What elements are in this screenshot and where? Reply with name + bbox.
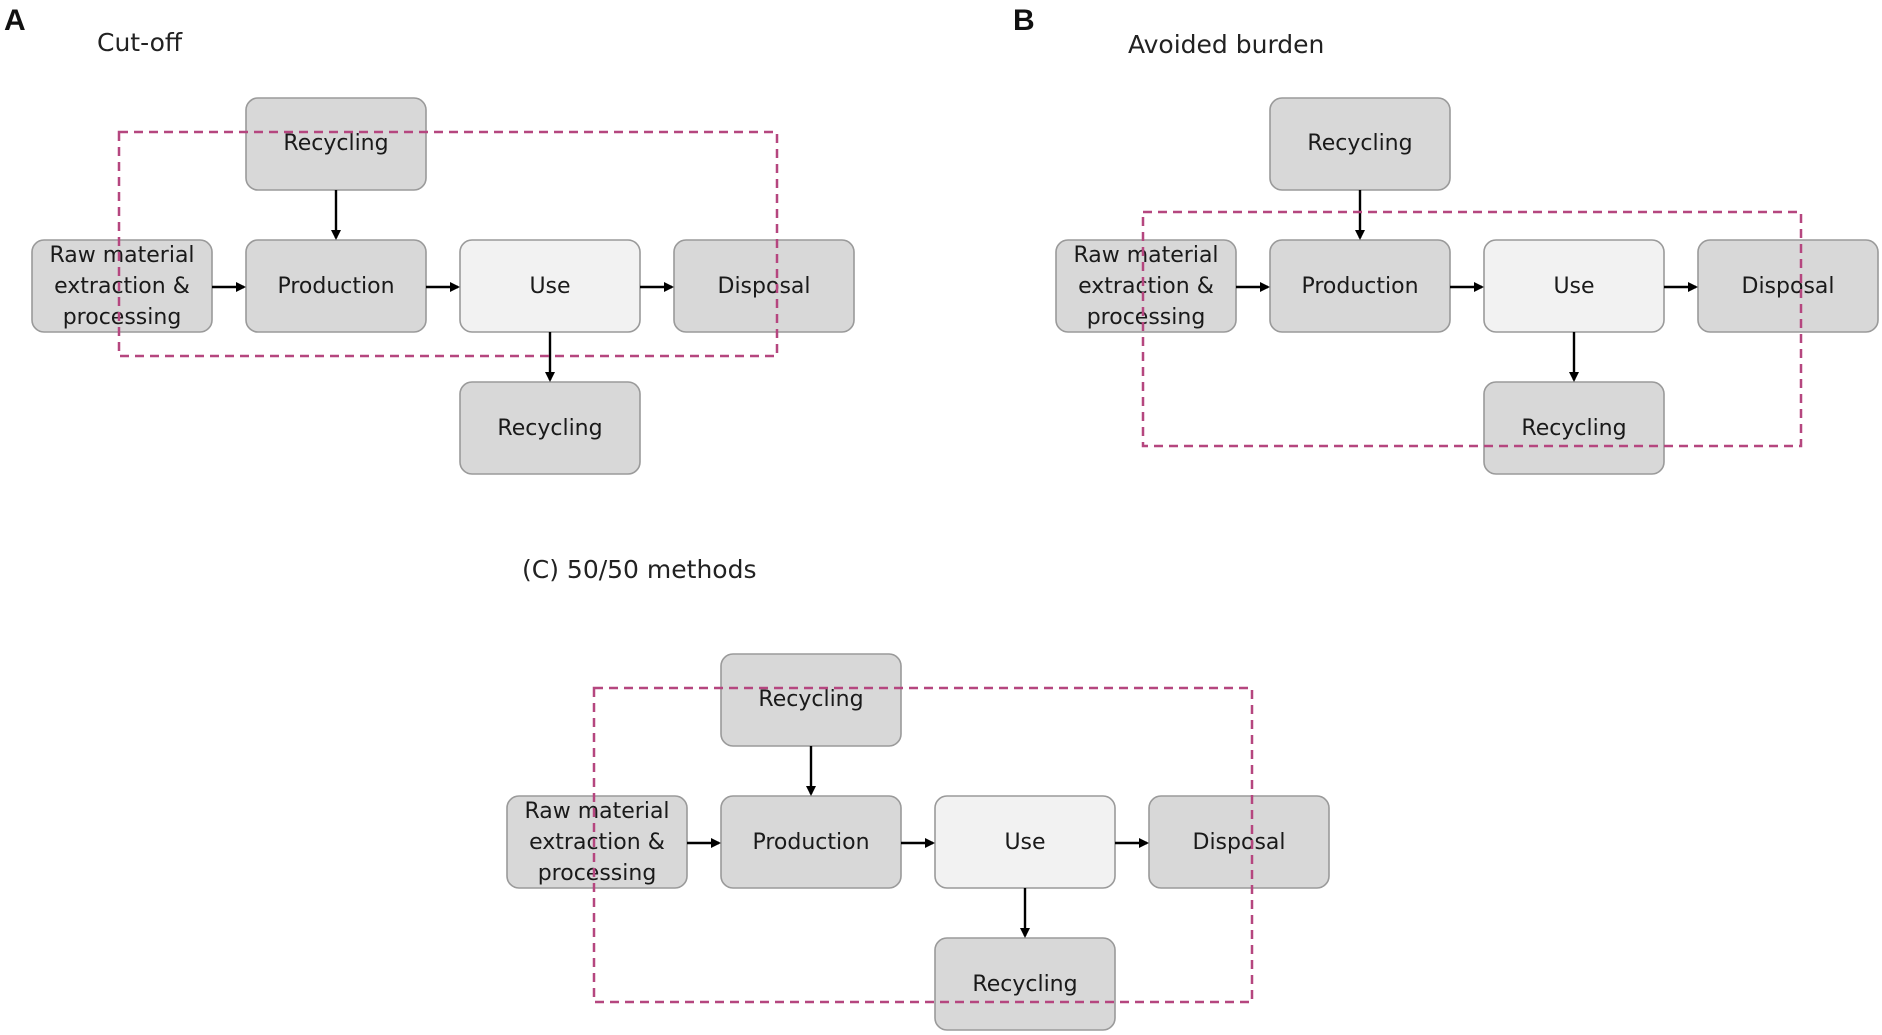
use-box: Use (1483, 239, 1665, 333)
panel-letter: A (4, 4, 26, 37)
svg-text:Disposal: Disposal (718, 274, 811, 299)
use-box: Use (934, 795, 1116, 889)
recycling-top-box: Recycling (1269, 97, 1451, 191)
svg-text:Production: Production (277, 274, 394, 299)
system-boundary (117, 130, 779, 358)
svg-text:extraction &: extraction & (529, 830, 665, 855)
recycling-bottom-box: Recycling (934, 937, 1116, 1031)
svg-text:Raw material: Raw material (524, 799, 669, 824)
disposal-box: Disposal (1148, 795, 1330, 889)
svg-text:Recycling: Recycling (1307, 131, 1412, 156)
svg-text:Recycling: Recycling (972, 972, 1077, 997)
recycling-top-box: Recycling (720, 653, 902, 747)
raw-material-box: Raw material extraction & processing (1055, 239, 1237, 333)
raw-material-box: Raw material extraction & processing (31, 239, 213, 333)
svg-text:Raw material: Raw material (49, 243, 194, 268)
panel-title: Cut-off (97, 28, 183, 57)
svg-text:extraction &: extraction & (54, 274, 190, 299)
recycling-top-box: Recycling (245, 97, 427, 191)
panel-c: (C) 50/50 methods Recycling Raw material… (506, 555, 1330, 1031)
panel-title: Avoided burden (1128, 30, 1324, 59)
svg-text:Use: Use (1004, 830, 1045, 855)
svg-text:Recycling: Recycling (758, 687, 863, 712)
raw-material-box: Raw material extraction & processing (506, 795, 688, 889)
disposal-box: Disposal (673, 239, 855, 333)
svg-text:processing: processing (538, 861, 657, 886)
svg-text:Production: Production (1301, 274, 1418, 299)
disposal-box: Disposal (1697, 239, 1879, 333)
svg-text:Use: Use (529, 274, 570, 299)
system-boundary (1141, 210, 1803, 448)
recycling-bottom-box: Recycling (459, 381, 641, 475)
production-box: Production (720, 795, 902, 889)
panel-b: B Avoided burden Recycling Raw material … (1013, 4, 1879, 475)
panel-letter: B (1013, 4, 1035, 37)
production-box: Production (1269, 239, 1451, 333)
panel-title: (C) 50/50 methods (522, 555, 756, 584)
system-boundary (592, 686, 1254, 1004)
svg-text:Disposal: Disposal (1742, 274, 1835, 299)
svg-text:Production: Production (752, 830, 869, 855)
svg-text:Recycling: Recycling (497, 416, 602, 441)
use-box: Use (459, 239, 641, 333)
svg-text:processing: processing (63, 305, 182, 330)
panel-a: A Cut-off Recycling Raw material extract… (4, 4, 855, 475)
svg-text:processing: processing (1087, 305, 1206, 330)
svg-text:Recycling: Recycling (1521, 416, 1626, 441)
svg-text:Disposal: Disposal (1193, 830, 1286, 855)
svg-text:Raw material: Raw material (1073, 243, 1218, 268)
svg-text:extraction &: extraction & (1078, 274, 1214, 299)
svg-text:Recycling: Recycling (283, 131, 388, 156)
svg-text:Use: Use (1553, 274, 1594, 299)
production-box: Production (245, 239, 427, 333)
recycling-bottom-box: Recycling (1483, 381, 1665, 475)
